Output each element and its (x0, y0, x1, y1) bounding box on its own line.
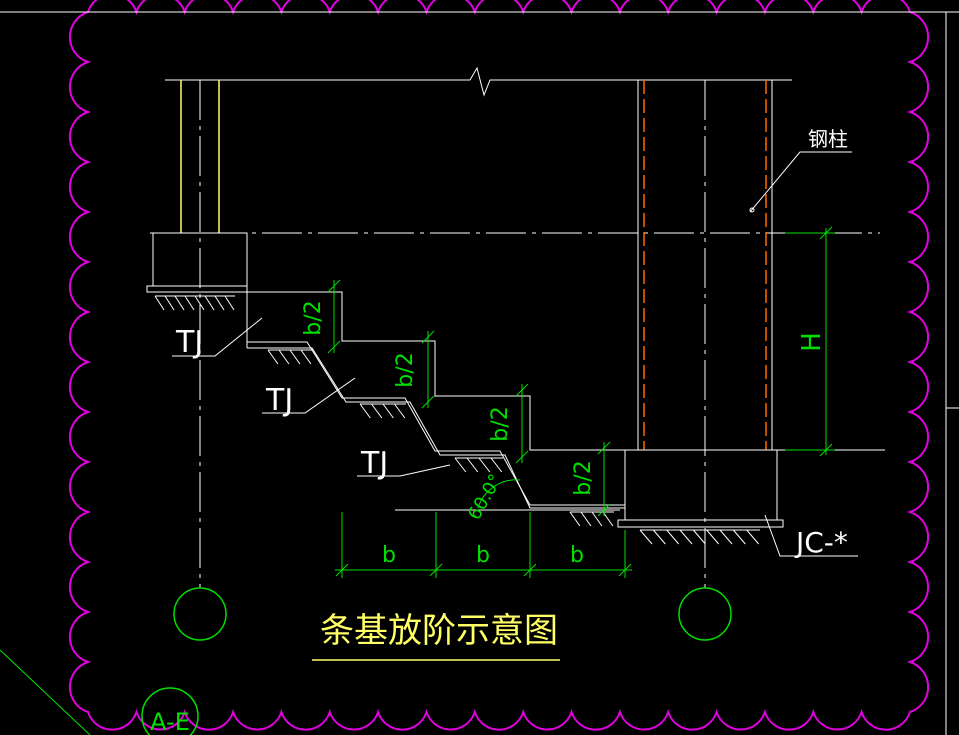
half-step-label-1: b/2 (301, 300, 326, 335)
right-steel-column (637, 80, 773, 450)
angle-label: 60.0° (464, 471, 507, 524)
half-step-label-2: b/2 (393, 352, 418, 387)
grid-tag-bubble (141, 687, 199, 735)
steel-column-label: 钢柱 (808, 127, 848, 151)
diagram-title: 条基放阶示意图 (320, 611, 558, 651)
tj-label-2: TJ (265, 383, 293, 418)
left-pedestal (146, 232, 248, 293)
step-width-label-3: b (570, 543, 584, 568)
height-label: H (797, 332, 827, 352)
step-width-label-1: b (382, 543, 396, 568)
half-step-label-4: b/2 (571, 460, 596, 495)
tj-label-3: TJ (360, 446, 388, 481)
height-dimension (785, 226, 835, 457)
angle-arc (477, 479, 521, 509)
top-break-line (165, 66, 792, 97)
half-step-label-3: b/2 (488, 406, 513, 441)
viewport-frame (0, 11, 959, 735)
step-width-dimensions (335, 512, 632, 578)
jc-label: JC-* (794, 526, 848, 559)
leader-dot (749, 207, 755, 213)
step-width-label-2: b (476, 543, 490, 568)
half-step-dimensions (327, 279, 611, 517)
diagonal-line (0, 649, 91, 735)
right-footing (617, 449, 885, 528)
tj-label-1: TJ (175, 325, 203, 360)
revision-cloud-border (68, 0, 930, 731)
leader-lines (172, 151, 858, 557)
grid-tag-label: A-E (150, 708, 190, 735)
left-column (180, 80, 220, 233)
left-axis-bubble (173, 587, 227, 641)
soil-hatching (154, 295, 760, 545)
right-axis-bubble (678, 587, 732, 641)
